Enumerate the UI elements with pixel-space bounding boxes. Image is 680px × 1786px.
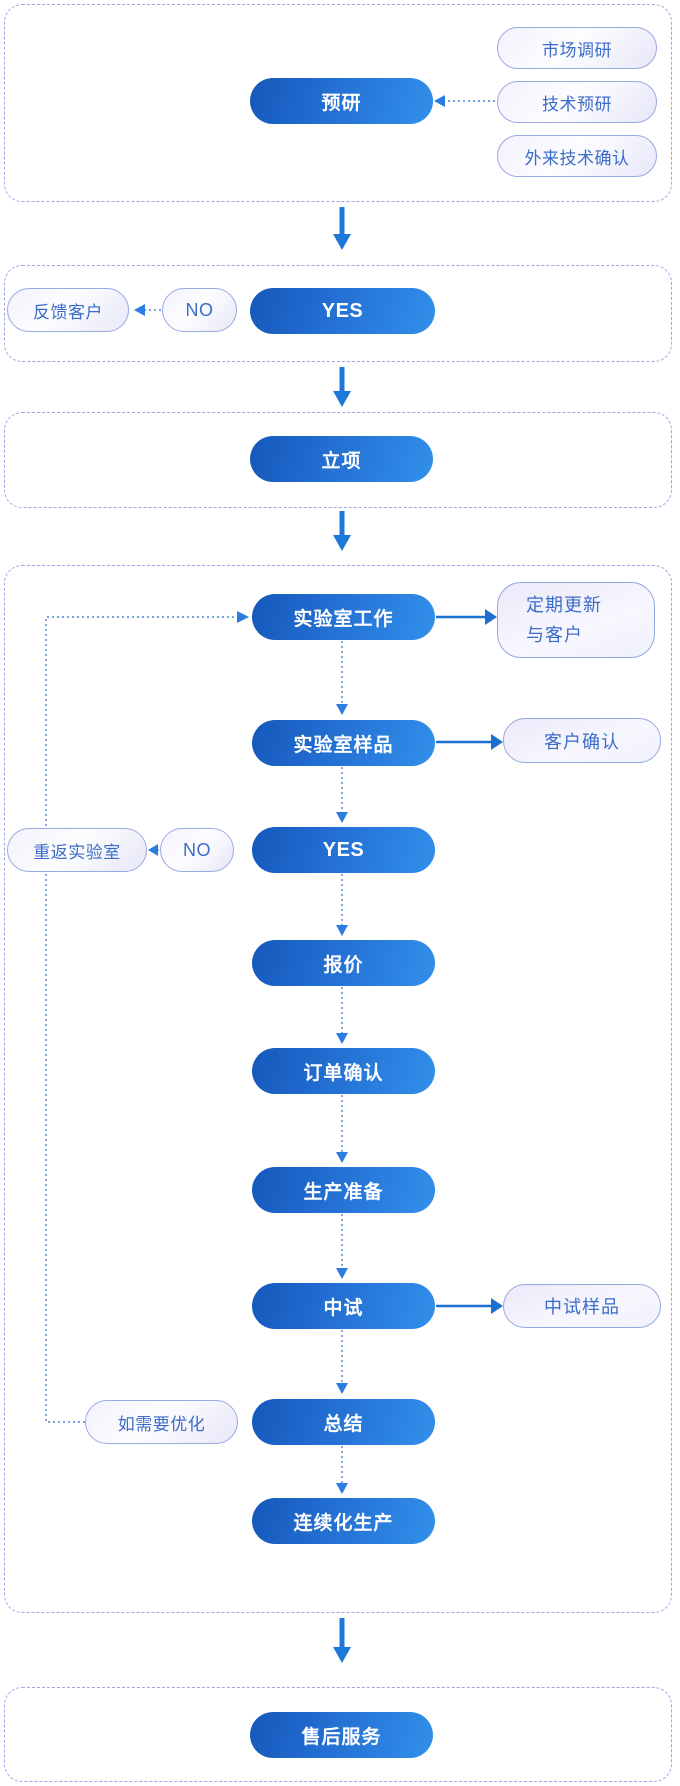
section-development	[4, 565, 672, 1613]
arrow-down-section4-to-5	[333, 1618, 351, 1663]
node-pre-research: 预研	[250, 78, 433, 124]
node-project-approval: 立项	[250, 436, 433, 482]
node-lab-work: 实验室工作	[252, 594, 435, 640]
arrow-down-section1-to-2	[333, 207, 351, 250]
node-return-lab: 重返实验室	[7, 828, 147, 872]
arrow-down-section3-to-4	[333, 511, 351, 551]
node-pilot-test: 中试	[252, 1283, 435, 1329]
node-optimize-if-needed: 如需要优化	[85, 1400, 238, 1444]
node-no-2: NO	[160, 828, 234, 872]
node-yes-1: YES	[250, 288, 435, 334]
node-summary: 总结	[252, 1399, 435, 1445]
node-market-research: 市场调研	[497, 27, 657, 69]
node-yes-2: YES	[252, 827, 435, 873]
node-order-confirm: 订单确认	[252, 1048, 435, 1094]
section-decision-1	[4, 265, 672, 362]
node-external-tech-confirm: 外来技术确认	[497, 135, 657, 177]
node-customer-confirm: 客户确认	[503, 718, 661, 763]
periodic-update-line2: 与客户	[526, 625, 583, 645]
section-pre-research	[4, 4, 672, 202]
node-continuous-production: 连续化生产	[252, 1498, 435, 1544]
node-feedback-customer: 反馈客户	[7, 288, 129, 332]
node-after-sales-service: 售后服务	[250, 1712, 433, 1758]
node-quote: 报价	[252, 940, 435, 986]
node-periodic-update: 定期更新 与客户	[497, 582, 655, 658]
node-no-1: NO	[162, 288, 237, 332]
arrow-down-section2-to-3	[333, 367, 351, 407]
node-tech-preresearch: 技术预研	[497, 81, 657, 123]
section-after-sales	[4, 1687, 672, 1782]
node-production-prep: 生产准备	[252, 1167, 435, 1213]
node-pilot-sample: 中试样品	[503, 1284, 661, 1328]
node-lab-sample: 实验室样品	[252, 720, 435, 766]
periodic-update-line1: 定期更新	[526, 595, 602, 615]
section-project-approval	[4, 412, 672, 508]
